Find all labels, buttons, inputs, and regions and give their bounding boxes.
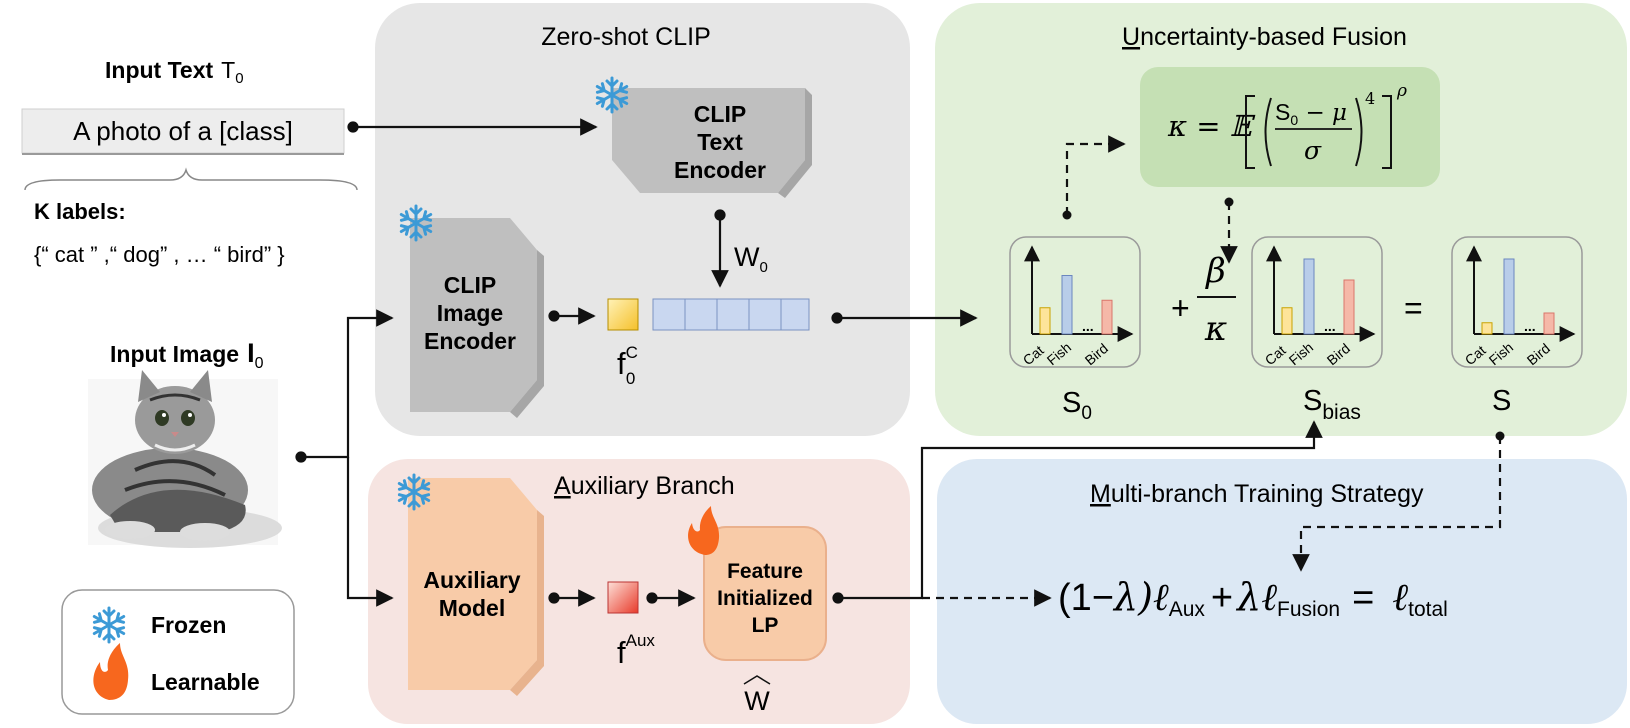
multi-branch-training-title: Multi-branch Training Strategy [1090,480,1424,508]
text-weight-matrix [652,298,810,331]
s-bar-fish [1503,258,1515,335]
sbias-bar-cat [1281,307,1293,335]
svg-text:4: 4 [1365,89,1375,108]
clip-image-encoder-line3: Encoder [424,328,516,354]
sbias-label: Sbias [1303,385,1361,424]
legend-box [61,589,295,715]
multi-branch-training-panel [937,459,1627,724]
s0-chart-frame [1009,236,1141,368]
svg-text:S0 − μ: S0 − μ [1275,99,1347,128]
sbias-chart-frame [1251,236,1383,368]
kappa-symbol: κ [1204,309,1227,349]
svg-text:σ: σ [1304,136,1322,165]
auxiliary-feature [607,581,639,614]
clip-image-feature [607,298,639,331]
sbias-ellipsis: ... [1324,318,1336,334]
lp-line1: Feature [727,560,803,583]
k-labels-list: {“ cat ” ,“ dog” , … “ bird” } [34,242,285,267]
k-labels-title: K labels: [34,199,126,224]
auxiliary-model-line1: Auxiliary [423,567,520,593]
kappa-formula-box [1140,67,1440,187]
s0-label: S0 [1062,387,1092,424]
s-bar-bird [1543,312,1555,335]
flame-icon [93,643,129,700]
s-ellipsis: ... [1524,318,1536,334]
sbias-bar-fish [1303,258,1315,335]
plus-sign: + [1171,290,1190,326]
clip-image-encoder [410,218,537,412]
legend-learnable-label: Learnable [151,669,260,695]
dashed-connectors [922,135,1505,607]
svg-text:(1−λ)ℓAux+λℓFusion=ℓtotal: (1−λ)ℓAux+λℓFusion=ℓtotal [1058,575,1448,621]
auxiliary-branch-title: Auxiliary Branch [554,472,735,500]
svg-text:κ = 𝔼: κ = 𝔼 [1167,109,1256,143]
w0-label: W0 [734,242,768,276]
label-brace [24,167,358,191]
clip-text-encoder-line1: CLIP [694,101,746,127]
connector-lines [295,118,1323,607]
clip-image-encoder-line2: Image [437,300,503,326]
s0-bar-fish [1061,275,1073,335]
s-chart-frame [1451,236,1583,368]
s0-bar-cat [1039,307,1051,335]
feature-initialized-lp [703,526,827,661]
prompt-template: A photo of a [class] [73,116,293,146]
s0-ellipsis: ... [1082,318,1094,334]
equals-sign: = [1404,290,1423,326]
auxiliary-model [408,478,537,690]
prompt-box [21,108,345,154]
clip-text-encoder [612,88,805,193]
kappa-formula: κ = 𝔼 S0 − μ σ 4 ρ [1167,81,1407,169]
uncertainty-fusion-title: Uncertainty-based Fusion [1122,23,1407,51]
f-aux-label: fAux [617,631,655,670]
beta-symbol: β [1204,251,1226,291]
lp-line2: Initialized [717,587,813,610]
s0-bar-bird [1101,299,1113,335]
sbias-bar-bird [1343,279,1355,335]
legend-frozen-label: Frozen [151,612,226,638]
svg-text:ρ: ρ [1396,81,1407,101]
cat-image [88,370,282,548]
lp-line3: LP [752,614,779,637]
s-bar-cat [1481,322,1493,335]
zero-shot-clip-title: Zero-shot CLIP [541,23,711,51]
w-hat-label: W [744,686,770,716]
clip-text-encoder-line2: Text [697,129,743,155]
auxiliary-model-line2: Model [439,595,505,621]
total-loss-formula: (1−λ)ℓAux+λℓFusion=ℓtotal [1058,575,1448,621]
clip-text-encoder-line3: Encoder [674,157,766,183]
clip-image-encoder-line1: CLIP [444,272,496,298]
lp-flame-icon [688,506,720,555]
s-label: S [1492,385,1511,417]
